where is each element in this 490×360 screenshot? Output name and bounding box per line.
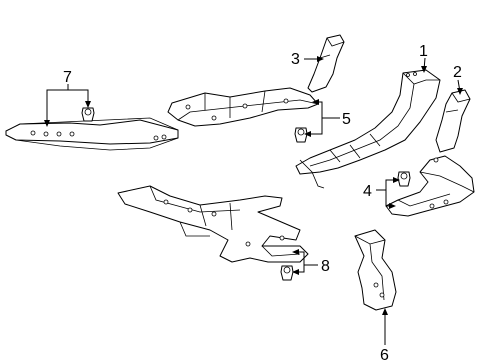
part-2-duct-elbow: [435, 89, 471, 153]
leader-2: [457, 79, 463, 95]
clip-fastener-4: [397, 171, 411, 187]
part-8-center-bracket: [117, 185, 309, 263]
callout-2: 2: [453, 64, 462, 81]
leader-6: [382, 308, 388, 345]
part-3-duct-connector: [307, 34, 345, 93]
callout-7: 7: [63, 69, 72, 86]
part-6-floor-duct: [354, 229, 397, 311]
part-5-upper-duct: [167, 87, 319, 127]
callout-6: 6: [380, 347, 389, 360]
callout-8: 8: [321, 258, 330, 275]
clip-fastener-7: [81, 107, 95, 122]
clip-fastener-5: [294, 127, 308, 143]
leader-8: [292, 249, 318, 275]
leader-7: [44, 84, 91, 127]
callout-3: 3: [291, 51, 300, 68]
callout-5: 5: [342, 111, 351, 128]
leader-5: [304, 99, 340, 137]
leader-3: [304, 56, 324, 62]
part-7-rear-floor-duct: [5, 117, 179, 151]
clip-fastener-8: [280, 265, 294, 281]
part-1-main-duct: [295, 69, 441, 189]
callout-1: 1: [419, 43, 428, 60]
callout-4: 4: [363, 183, 372, 200]
leader-4: [376, 177, 400, 209]
part-4-lower-duct: [385, 155, 475, 217]
leader-1: [421, 57, 427, 73]
